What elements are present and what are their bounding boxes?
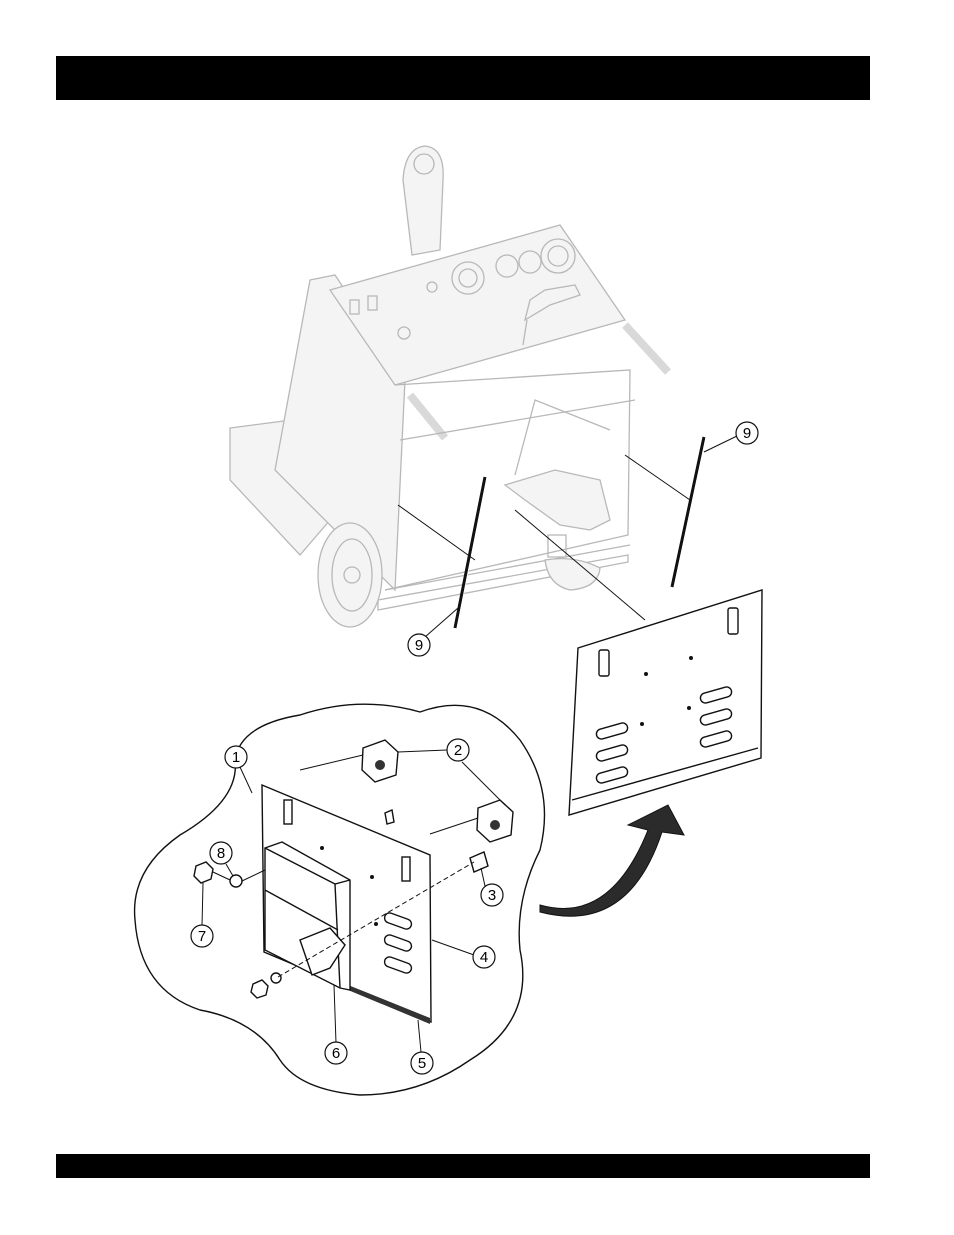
callout-9-lower: 9 — [408, 608, 458, 656]
callout-2: 2 — [398, 739, 505, 805]
callout-6: 6 — [325, 985, 347, 1064]
callout-8-label: 8 — [217, 845, 225, 862]
callout-9-lower-label: 9 — [415, 637, 423, 654]
callout-1-label: 1 — [232, 749, 240, 766]
callout-4: 4 — [432, 940, 495, 968]
edge-trim-strips — [398, 437, 706, 628]
callout-7: 7 — [191, 883, 213, 947]
callout-4-label: 4 — [480, 949, 488, 966]
callout-9-upper: 9 — [704, 422, 758, 452]
door-panel-installed — [569, 590, 762, 815]
callout-3: 3 — [481, 868, 503, 906]
callout-7-label: 7 — [198, 928, 206, 945]
machine-assembly — [230, 146, 668, 627]
callout-5: 5 — [411, 1020, 433, 1074]
callout-2-label: 2 — [454, 742, 462, 759]
callout-8: 8 — [210, 842, 233, 876]
callout-9-upper-label: 9 — [743, 425, 751, 442]
curved-arrow — [540, 805, 684, 916]
callout-5-label: 5 — [418, 1055, 426, 1072]
callout-3-label: 3 — [488, 887, 496, 904]
callout-1: 1 — [225, 746, 252, 793]
callout-6-label: 6 — [332, 1045, 340, 1062]
